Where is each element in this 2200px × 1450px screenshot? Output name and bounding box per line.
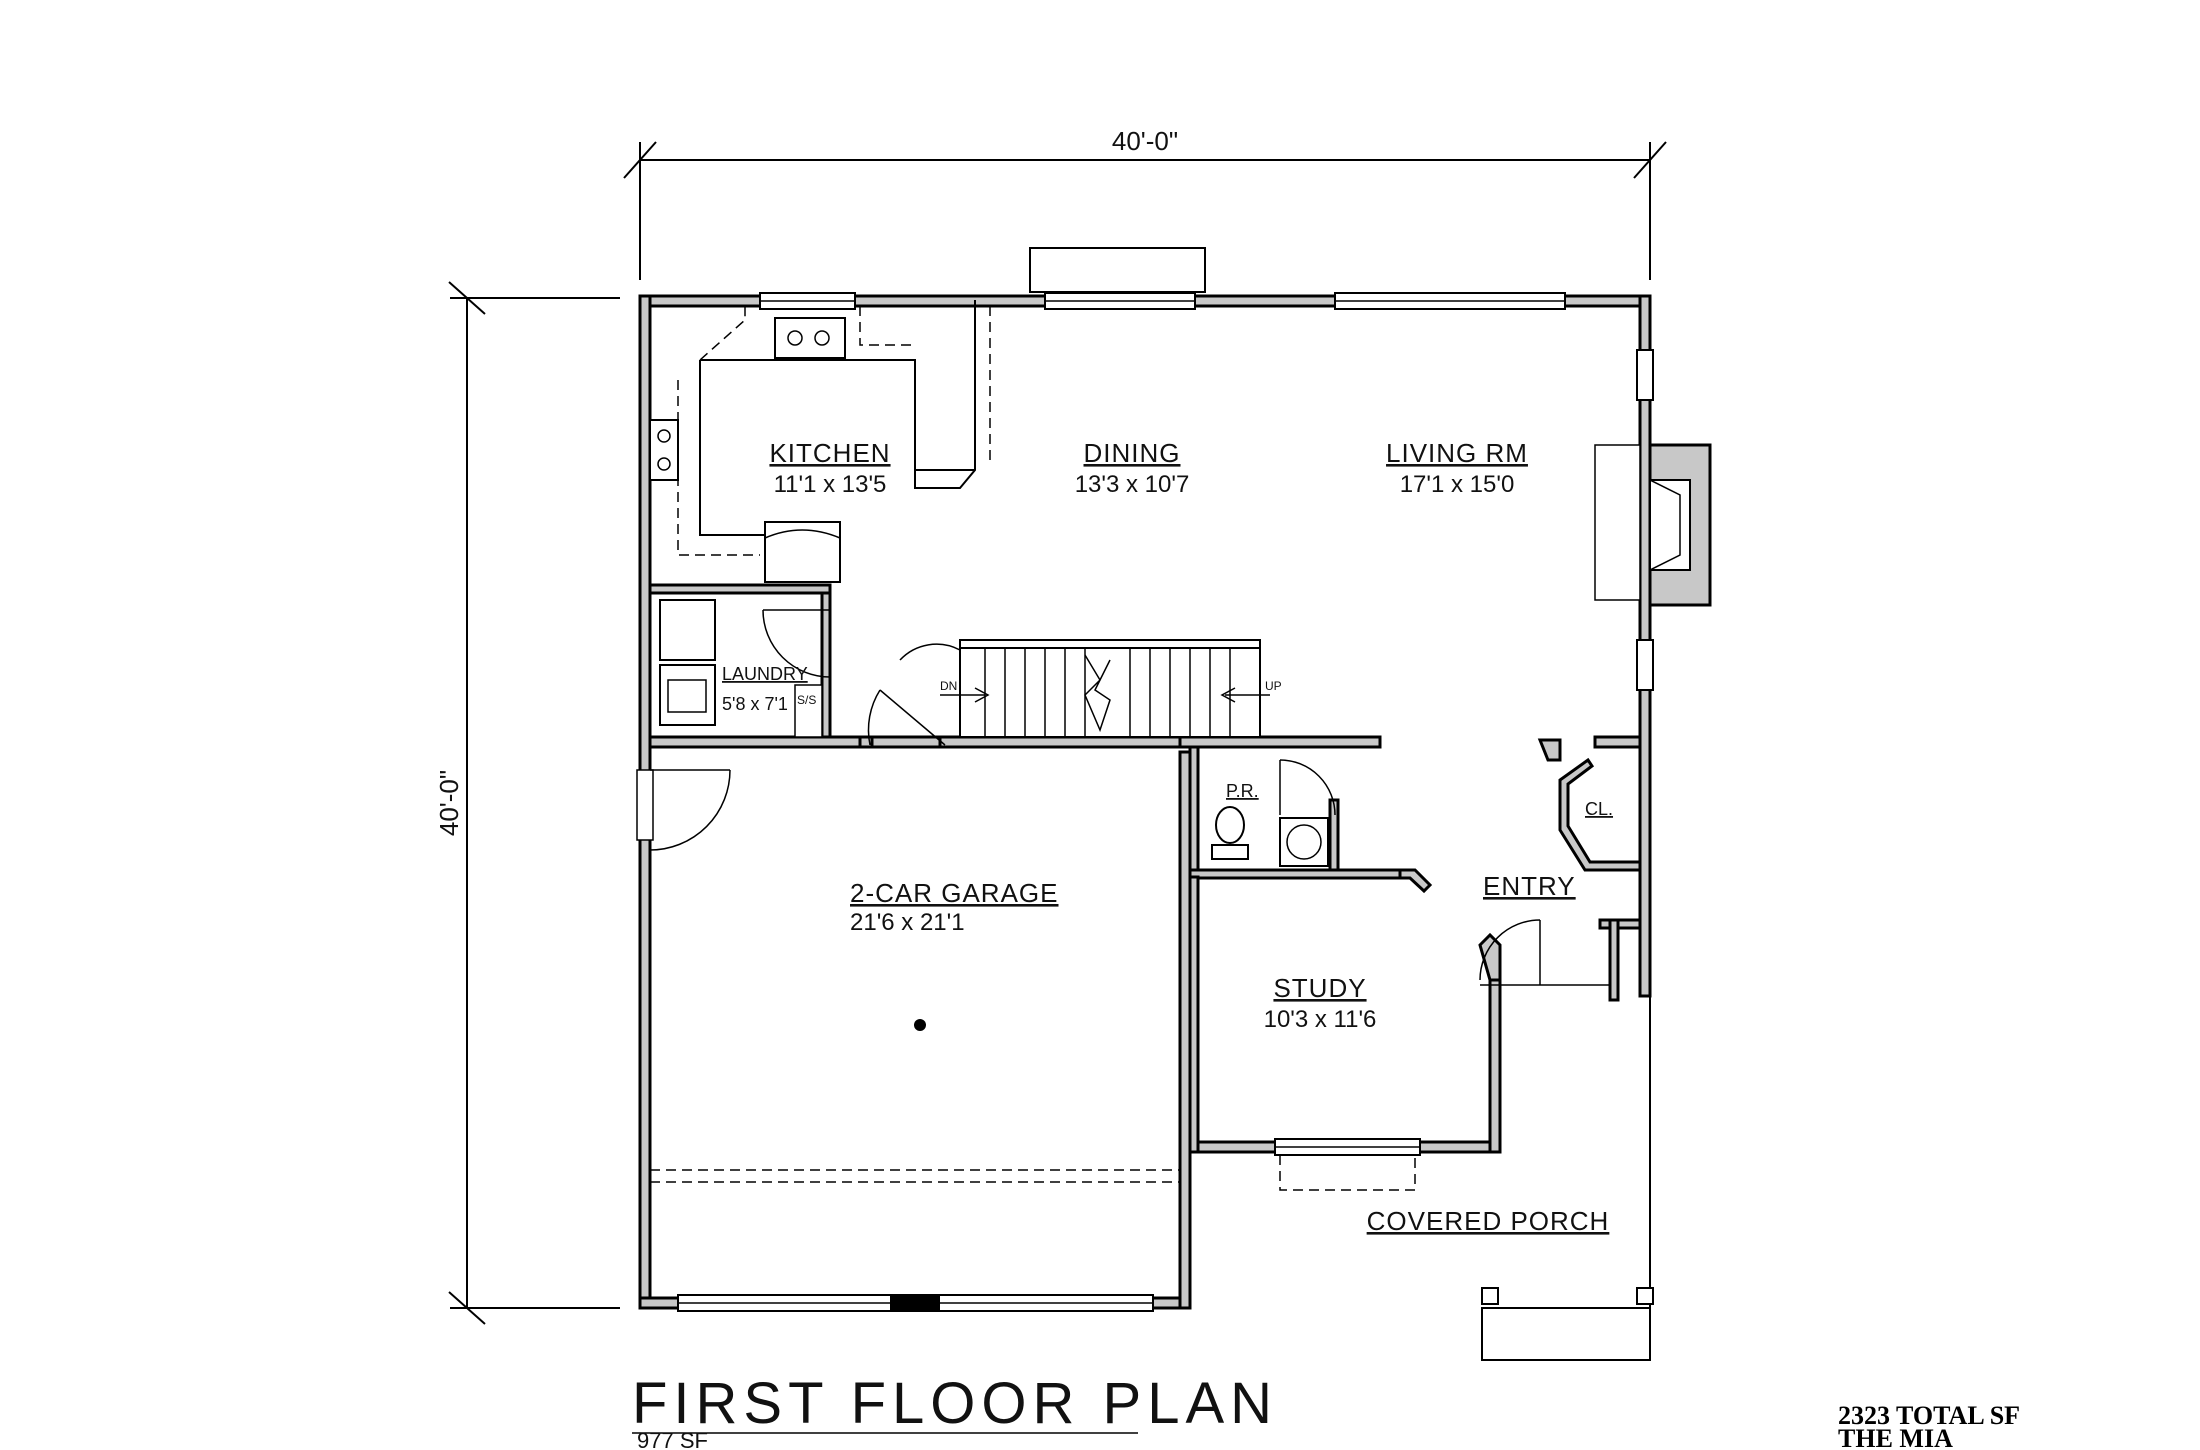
garage-size: 21'6 x 21'1: [850, 909, 965, 936]
study-size: 10'3 x 11'6: [1264, 1006, 1377, 1033]
shelf-label: S/S: [797, 693, 816, 707]
interior-walls: [648, 583, 1642, 1154]
dining-size: 13'3 x 10'7: [1075, 471, 1190, 498]
width-dimension: 40'-0": [623, 126, 1667, 280]
dining-label: DINING: [1084, 438, 1181, 468]
garage-details: [636, 769, 1180, 1312]
staircase[interactable]: DN UP: [867, 639, 1282, 746]
title-block: FIRST FLOOR PLAN 977 SF 2323 TOTAL SF TH…: [632, 1371, 2020, 1450]
laundry-label: LAUNDRY: [722, 664, 808, 684]
total-square-feet: 2323 TOTAL SF: [1838, 1401, 2020, 1430]
plan-area: 977 SF: [637, 1428, 708, 1450]
width-dimension-label: 40'-0": [1112, 126, 1178, 156]
closet-label: CL.: [1585, 799, 1613, 819]
covered-porch: [1481, 996, 1654, 1361]
stair-treads: [984, 648, 1231, 737]
powder-room-label: P.R.: [1226, 781, 1259, 801]
porch-label: COVERED PORCH: [1367, 1206, 1610, 1236]
living-fireplace: [1594, 349, 1712, 691]
living-label: LIVING RM: [1386, 438, 1528, 468]
depth-dimension-label: 40'-0": [434, 770, 464, 836]
entry-label: ENTRY: [1483, 871, 1576, 901]
kitchen-label: KITCHEN: [769, 438, 890, 468]
model-name: THE MIA: [1838, 1424, 1953, 1450]
depth-dimension: 40'-0": [434, 281, 620, 1325]
room-labels: KITCHEN 11'1 x 13'5 DINING 13'3 x 10'7 L…: [722, 438, 1613, 1236]
entry-door[interactable]: [1479, 919, 1610, 986]
garage-label: 2-CAR GARAGE: [850, 878, 1059, 908]
stairs-down-label: DN: [940, 679, 957, 693]
living-size: 17'1 x 15'0: [1400, 471, 1515, 498]
laundry-fixtures: S/S: [659, 599, 831, 738]
kitchen-size: 11'1 x 13'5: [774, 471, 887, 498]
study-label: STUDY: [1273, 973, 1366, 1003]
plan-title: FIRST FLOOR PLAN: [632, 1371, 1278, 1436]
laundry-size: 5'8 x 7'1: [722, 694, 788, 714]
stairs-up-label: UP: [1265, 679, 1282, 693]
top-openings: [759, 247, 1566, 310]
study-window: [1274, 1138, 1421, 1191]
kitchen-fixtures: [649, 300, 991, 583]
powder-room-fixtures: [1211, 759, 1336, 867]
